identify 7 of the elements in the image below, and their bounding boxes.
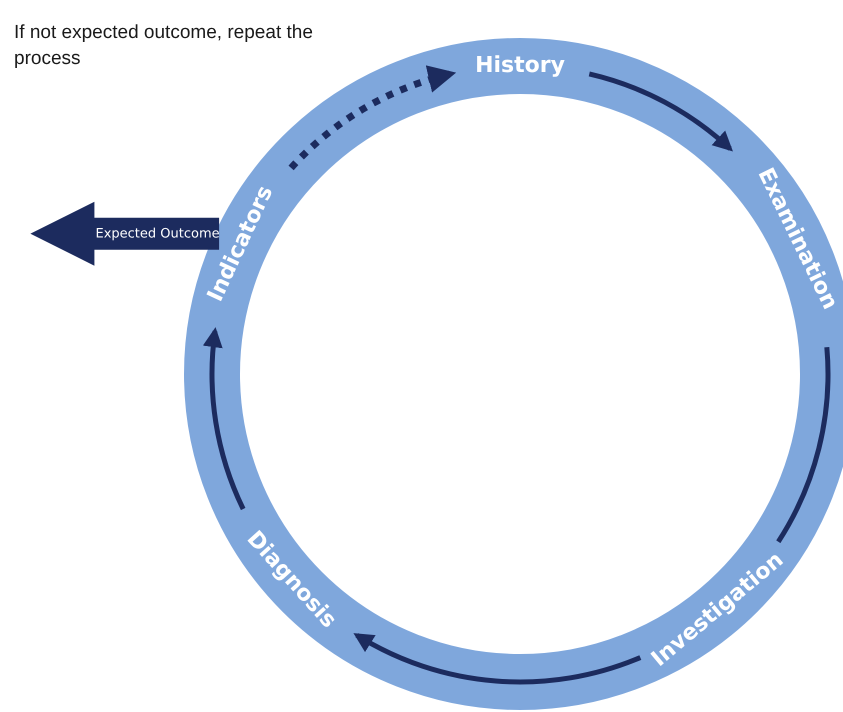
arrow (30, 202, 220, 266)
note-text: If not expected outcome, repeat the process (14, 21, 314, 71)
arrow (288, 66, 456, 170)
stage-label: History (475, 55, 565, 77)
arrow (588, 72, 734, 152)
arrow (204, 327, 246, 510)
arrow (353, 633, 642, 684)
